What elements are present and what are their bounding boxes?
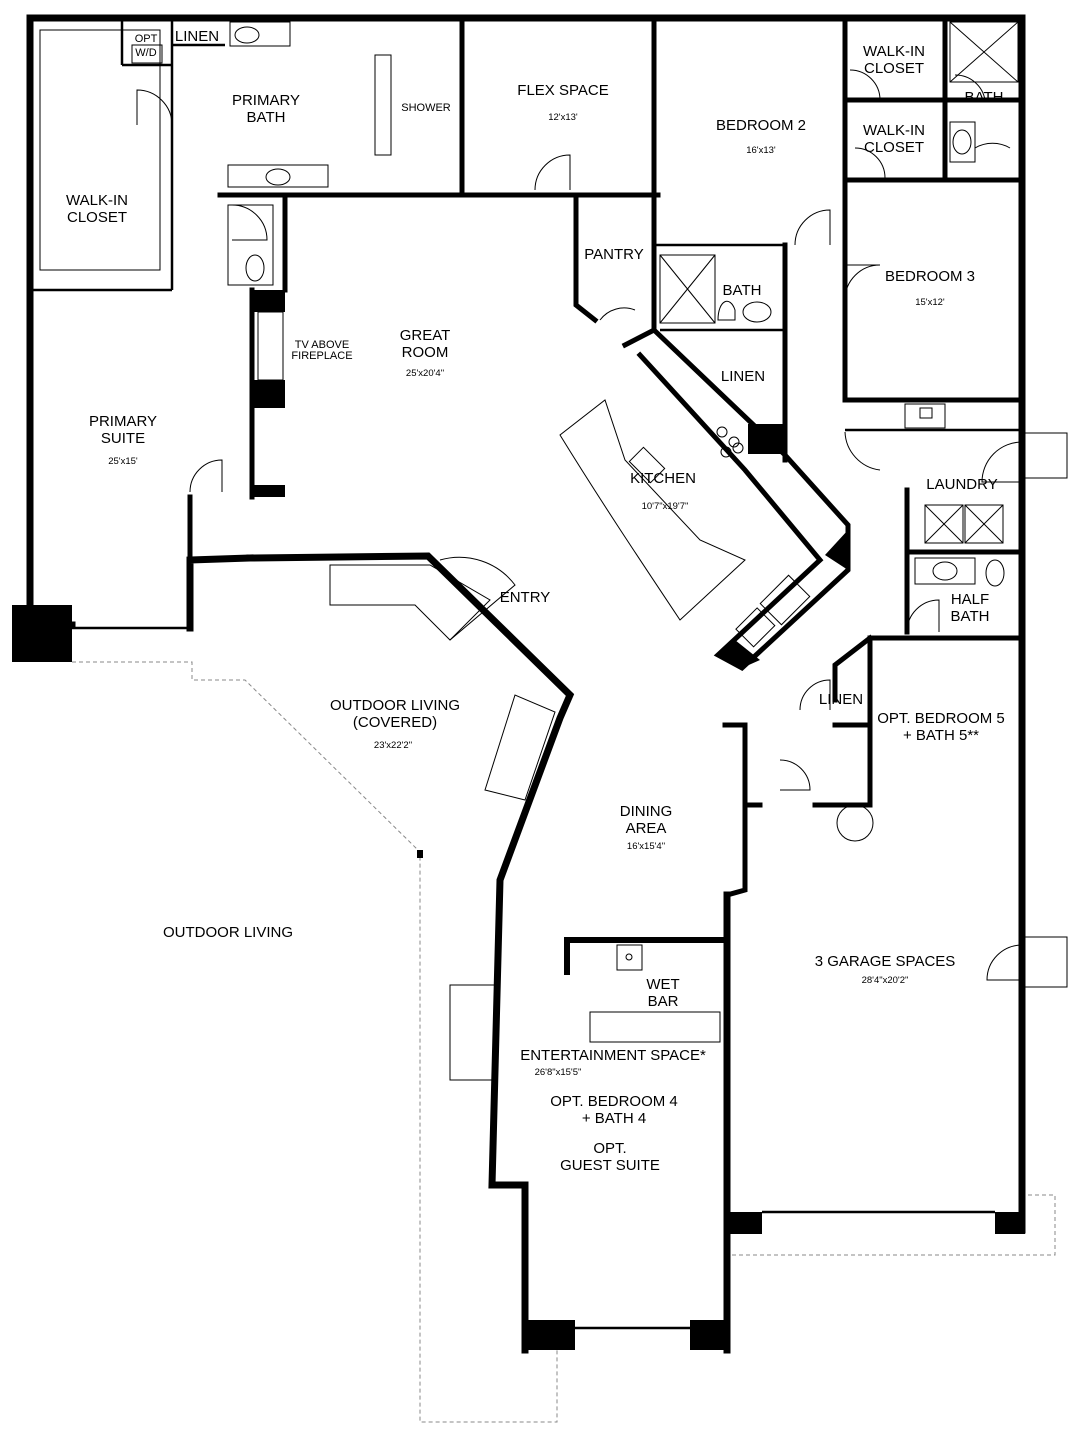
dim-primary-suite: 25'x15' bbox=[108, 456, 138, 467]
label-half-bath-l2: BATH bbox=[951, 608, 990, 625]
label-walkin-primary-l1: WALK-IN bbox=[66, 192, 128, 209]
label-laundry: LAUNDRY bbox=[926, 476, 997, 493]
label-half-bath-l1: HALF bbox=[951, 591, 989, 608]
label-wet-bar-l1: WET bbox=[646, 976, 679, 993]
label-kitchen: KITCHEN bbox=[630, 470, 696, 487]
label-primary-suite-l2: SUITE bbox=[101, 430, 145, 447]
label-great-room-l2: ROOM bbox=[402, 344, 449, 361]
patio-outline bbox=[72, 661, 1056, 1423]
label-great-room-l1: GREAT bbox=[400, 327, 451, 344]
label-garage: 3 GARAGE SPACES bbox=[815, 953, 956, 970]
label-primary-suite-l1: PRIMARY bbox=[89, 413, 157, 430]
dim-bedroom3: 15'x12' bbox=[915, 297, 945, 308]
label-guest-suite: OPT.GUEST SUITE bbox=[560, 1140, 660, 1174]
label-wet-bar-l2: BAR bbox=[648, 993, 679, 1010]
label-outdoor-covered-l1: OUTDOOR LIVING bbox=[330, 697, 460, 714]
label-primary-bath-l2: BATH bbox=[247, 109, 286, 126]
label-opt-wd-l2: W/D bbox=[135, 47, 156, 59]
doors bbox=[136, 69, 1023, 981]
label-walkin-lower-l1: WALK-IN bbox=[863, 122, 925, 139]
label-walkin-primary-l2: CLOSET bbox=[67, 209, 127, 226]
label-walkin-upper-l1: WALK-IN bbox=[863, 43, 925, 60]
dim-kitchen: 10'7"x19'7" bbox=[642, 501, 689, 512]
label-tv-l2: FIREPLACE bbox=[291, 350, 352, 362]
label-shower: SHOWER bbox=[401, 102, 451, 114]
label-linen-primary: LINEN bbox=[175, 28, 219, 45]
label-outdoor-covered-l2: (COVERED) bbox=[353, 714, 437, 731]
dim-great-room: 25'x20'4" bbox=[406, 368, 444, 379]
label-walkin-upper-l2: CLOSET bbox=[864, 60, 924, 77]
dim-entertainment: 26'8"x15'5" bbox=[535, 1067, 582, 1078]
dim-outdoor-covered: 23'x22'2" bbox=[374, 740, 412, 751]
label-bath-mid: BATH bbox=[723, 282, 762, 299]
dim-flex-space: 12'x13' bbox=[548, 112, 578, 123]
label-pantry: PANTRY bbox=[584, 246, 643, 263]
label-opt-bed4: OPT. BEDROOM 4+ BATH 4 bbox=[550, 1093, 678, 1127]
fixtures bbox=[39, 21, 1068, 1081]
label-entertainment: ENTERTAINMENT SPACE* bbox=[520, 1047, 706, 1064]
label-bath-upper: BATH bbox=[965, 89, 1004, 106]
label-opt-bed5-l2: + BATH 5** bbox=[903, 727, 979, 744]
label-dining-l2: AREA bbox=[626, 820, 667, 837]
label-opt-bed4-l2: + BATH 4 bbox=[582, 1110, 646, 1127]
label-opt-wd-l1: OPT bbox=[135, 33, 158, 45]
label-linen-mid: LINEN bbox=[721, 368, 765, 385]
label-tv-l1: TV ABOVE bbox=[295, 339, 349, 351]
label-guest-suite-l2: GUEST SUITE bbox=[560, 1157, 660, 1174]
interior-walls bbox=[30, 15, 1025, 975]
label-bedroom2: BEDROOM 2 bbox=[716, 117, 806, 134]
label-guest-suite-l1: OPT. bbox=[593, 1140, 626, 1157]
label-outdoor-covered: OUTDOOR LIVING(COVERED) bbox=[330, 697, 460, 731]
label-flex-space: FLEX SPACE bbox=[517, 82, 608, 99]
label-opt-bed4-l1: OPT. BEDROOM 4 bbox=[550, 1093, 678, 1110]
dim-dining: 16'x15'4" bbox=[627, 841, 665, 852]
label-bedroom3: BEDROOM 3 bbox=[885, 268, 975, 285]
label-linen-lower: LINEN bbox=[819, 691, 863, 708]
label-walkin-lower-l2: CLOSET bbox=[864, 139, 924, 156]
label-dining-l1: DINING bbox=[620, 803, 673, 820]
label-opt-bed5: OPT. BEDROOM 5+ BATH 5** bbox=[877, 710, 1005, 744]
exterior-walls bbox=[12, 14, 1026, 1354]
dim-bedroom2: 16'x13' bbox=[746, 145, 776, 156]
label-outdoor: OUTDOOR LIVING bbox=[163, 924, 293, 941]
label-opt-bed5-l1: OPT. BEDROOM 5 bbox=[877, 710, 1005, 727]
dim-garage: 28'4"x20'2" bbox=[862, 975, 909, 986]
label-opt-wd: OPT W/D bbox=[135, 33, 158, 59]
label-entry: ENTRY bbox=[500, 589, 551, 606]
label-primary-bath-l1: PRIMARY bbox=[232, 92, 300, 109]
